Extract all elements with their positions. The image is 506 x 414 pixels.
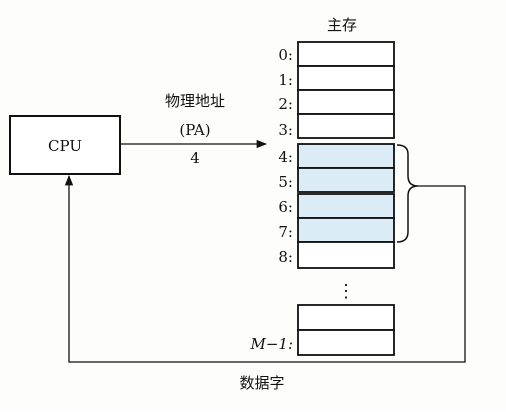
address-label-1: 1: [278,71,293,89]
cpu-label: CPU [48,137,82,155]
cpu-box [9,115,121,175]
memory-cell-2 [297,89,395,115]
memory-cell-5 [297,167,395,193]
address-labels: 0: 1: 2: 3: 4: 5: 6: 7: 8: [278,46,293,266]
word-group-brace [396,144,419,243]
memory-cell-8 [297,241,395,269]
address-bus-label-line2: (PA) [179,121,210,139]
address-label-0: 0: [278,46,293,64]
memory-bottom-block [297,304,395,356]
memory-ellipsis: ⋮ [337,281,355,302]
address-label-6: 6: [278,198,293,216]
address-label-8: 8: [278,248,293,266]
data-bus-label: 数据字 [239,374,284,392]
address-label-5: 5: [278,173,293,191]
memory-cell-0 [297,41,395,67]
memory-cells [297,41,395,269]
memory-cell-6 [297,193,395,219]
address-label-3: 3: [278,121,293,139]
memory-cell-3 [297,113,395,139]
data-bus-path [64,174,466,363]
address-bus-value: 4 [190,149,200,167]
memory-cell-1 [297,65,395,91]
memory-cell-4 [297,143,395,169]
address-label-7: 7: [278,223,293,241]
address-label-2: 2: [278,95,293,113]
address-bus-label-line1: 物理地址 [165,92,225,110]
address-label-last: M−1: [249,335,293,353]
memory-cell-before-last [297,304,395,331]
memory-cell-7 [297,217,395,243]
address-label-4: 4: [278,148,293,166]
memory-cell-last [297,329,395,356]
memory-title: 主存 [327,16,357,34]
